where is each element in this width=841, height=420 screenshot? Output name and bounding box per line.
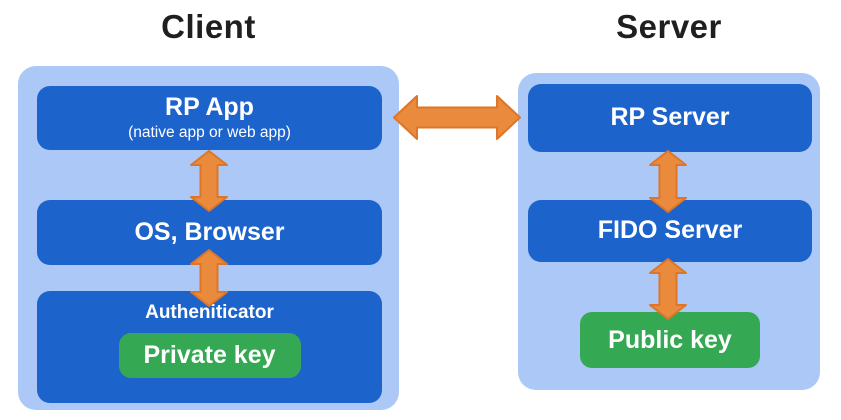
server-title: Server bbox=[616, 8, 722, 45]
authenticator-box: Autheniticator Private key bbox=[37, 291, 382, 403]
private-key-box: Private key bbox=[118, 332, 301, 378]
rp-app-os-browser-arrow-icon bbox=[190, 150, 228, 212]
client-panel: RP App (native app or web app) OS, Brows… bbox=[18, 66, 399, 410]
os-browser-label: OS, Browser bbox=[134, 217, 285, 246]
rp-server-box: RP Server bbox=[528, 84, 812, 152]
authenticator-label: Autheniticator bbox=[145, 302, 274, 323]
os-browser-authenticator-arrow-icon bbox=[190, 249, 228, 307]
client-title: Client bbox=[161, 8, 256, 45]
rp-server-label: RP Server bbox=[610, 103, 730, 132]
fido-server-label: FIDO Server bbox=[597, 216, 743, 245]
rp-server-fido-server-arrow-icon bbox=[649, 150, 687, 213]
fido-server-public-key-arrow-icon bbox=[649, 258, 687, 320]
rp-app-sublabel: (native app or web app) bbox=[128, 123, 291, 141]
public-key-label: Public key bbox=[608, 325, 732, 354]
public-key-box: Public key bbox=[580, 312, 760, 368]
private-key-label: Private key bbox=[143, 340, 276, 369]
server-panel: RP Server FIDO Server Public key bbox=[518, 73, 820, 390]
rp-app-label: RP App bbox=[165, 93, 254, 122]
rp-app-box: RP App (native app or web app) bbox=[37, 86, 382, 150]
client-server-arrow-icon bbox=[393, 95, 521, 140]
